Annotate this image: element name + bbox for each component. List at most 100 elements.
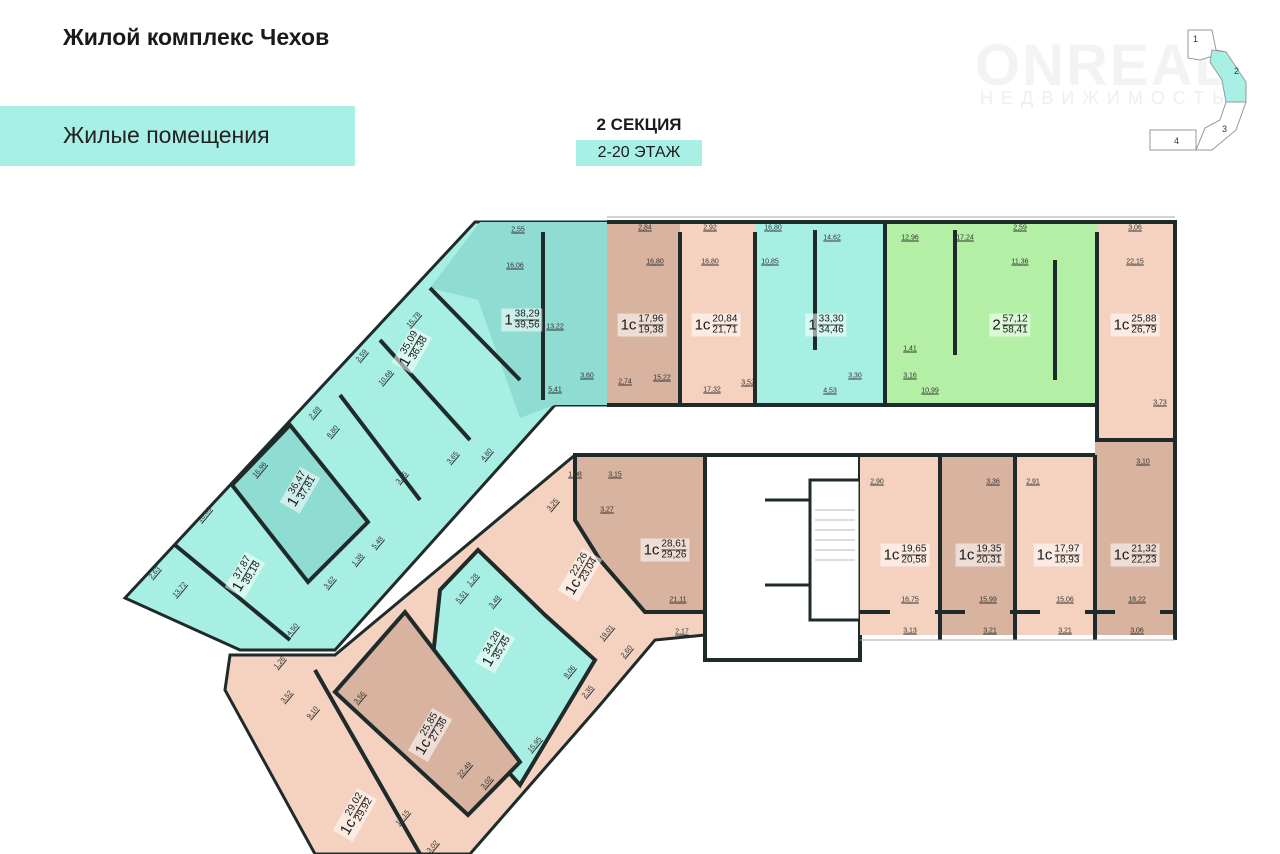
apt-total-area: 21,71 [712,324,738,336]
apt-type: 1с [1113,316,1130,334]
apt-total-area: 20,31 [976,554,1002,566]
apt-total-area: 26,79 [1131,324,1157,336]
apt-total-area: 34,46 [818,324,844,336]
room-area: 2,74 [618,378,632,386]
room-area: 10,99 [921,387,939,395]
apt-total-area: 19,38 [638,324,664,336]
room-area: 2,84 [638,224,652,232]
room-area: 3,15 [608,471,622,479]
room-area: 3,21 [1058,627,1072,635]
key-plan [1149,29,1247,151]
watermark-sub: НЕДВИЖИМОСТЬ [980,88,1232,108]
section-label: 2 СЕКЦИЯ [596,115,682,134]
apt-total-area: 29,26 [661,549,687,561]
key-section-2[interactable] [1209,49,1247,103]
apt-living-area: 20,84 [712,313,738,326]
room-area: 16,75 [901,596,919,604]
room-area: 15,06 [1056,596,1074,604]
room-area: 21,11 [669,596,687,604]
apt-type: 1с [958,546,975,564]
room-area: 16,80 [646,258,664,266]
unit-1c-25[interactable] [332,608,523,818]
room-area: 10,85 [761,258,779,266]
floors-badge: 2-20 ЭТАЖ [576,140,702,166]
apt-living-area: 57,12 [1002,313,1028,326]
room-area: 3,73 [1153,399,1167,407]
key-section-label: 2 [1234,66,1240,76]
apt-living-area: 21,32 [1131,543,1157,556]
room-area: 3,10 [1136,458,1150,466]
apt-total-area: 22,23 [1131,554,1157,566]
key-section-label: 3 [1222,124,1228,134]
apt-type: 1с [694,316,711,334]
apt-total-area: 20,58 [901,554,927,566]
room-area: 16,80 [764,224,782,232]
bottom-block-walls [860,438,1177,640]
apt-type: 1с [643,541,660,559]
room-area: 3,06 [1128,224,1142,232]
category-label: Жилые помещения [63,122,270,148]
room-area: 2,55 [511,226,525,234]
apt-living-area: 19,65 [901,543,927,556]
room-area: 17,24 [956,234,974,242]
room-area: 3,52 [741,379,755,387]
room-area: 2,59 [1013,224,1027,232]
apt-total-area: 39,56 [514,319,540,331]
apt-living-area: 17,96 [638,313,664,326]
room-area: 22,15 [1126,258,1144,266]
room-area: 14,62 [823,234,841,242]
room-area: 13,22 [546,323,564,331]
apt-total-area: 18,93 [1054,554,1080,566]
room-area: 4,53 [823,387,837,395]
room-area: 2,90 [870,478,884,486]
apt-type: 1 [504,311,513,329]
unit-1c-21[interactable] [1095,440,1175,635]
apt-living-area: 25,88 [1131,313,1157,326]
key-section-label: 4 [1174,136,1180,146]
apt-living-area: 19,35 [976,543,1002,556]
apt-living-area: 17,97 [1054,543,1080,556]
room-area: 3,13 [903,627,917,635]
room-area: 3,21 [983,627,997,635]
room-area: 3,36 [986,478,1000,486]
category-banner: Жилые помещения [0,106,355,166]
room-area: 3,60 [580,372,594,380]
apt-type: 1с [1113,546,1130,564]
room-area: 16,80 [701,258,719,266]
room-area: 1,08 [568,471,582,479]
page-title: Жилой комплекс Чехов [63,24,330,50]
apt-type: 1с [883,546,900,564]
key-section-label: 1 [1193,34,1199,44]
room-area: 2,17 [675,628,689,636]
room-area: 3,30 [848,372,862,380]
apt-living-area: 38,29 [514,308,540,321]
apt-total-area: 58,41 [1002,324,1028,336]
room-area: 15,99 [979,596,997,604]
stair-core [703,453,862,662]
room-area: 3,27 [600,506,614,514]
watermark-logo: ONREAL [975,33,1232,98]
room-area: 2,92 [703,224,717,232]
key-section-4[interactable] [1149,129,1197,151]
room-area: 12,96 [901,234,919,242]
room-area: 3,06 [1130,627,1144,635]
room-area: 11,36 [1011,258,1029,266]
apt-type: 2 [992,316,1001,334]
top-block-walls [607,220,1177,440]
room-area: 5,41 [548,386,562,394]
key-section-3[interactable] [1195,101,1247,151]
room-area: 15,22 [653,374,671,382]
apt-living-area: 28,61 [661,538,687,551]
room-area: 3,16 [903,372,917,380]
